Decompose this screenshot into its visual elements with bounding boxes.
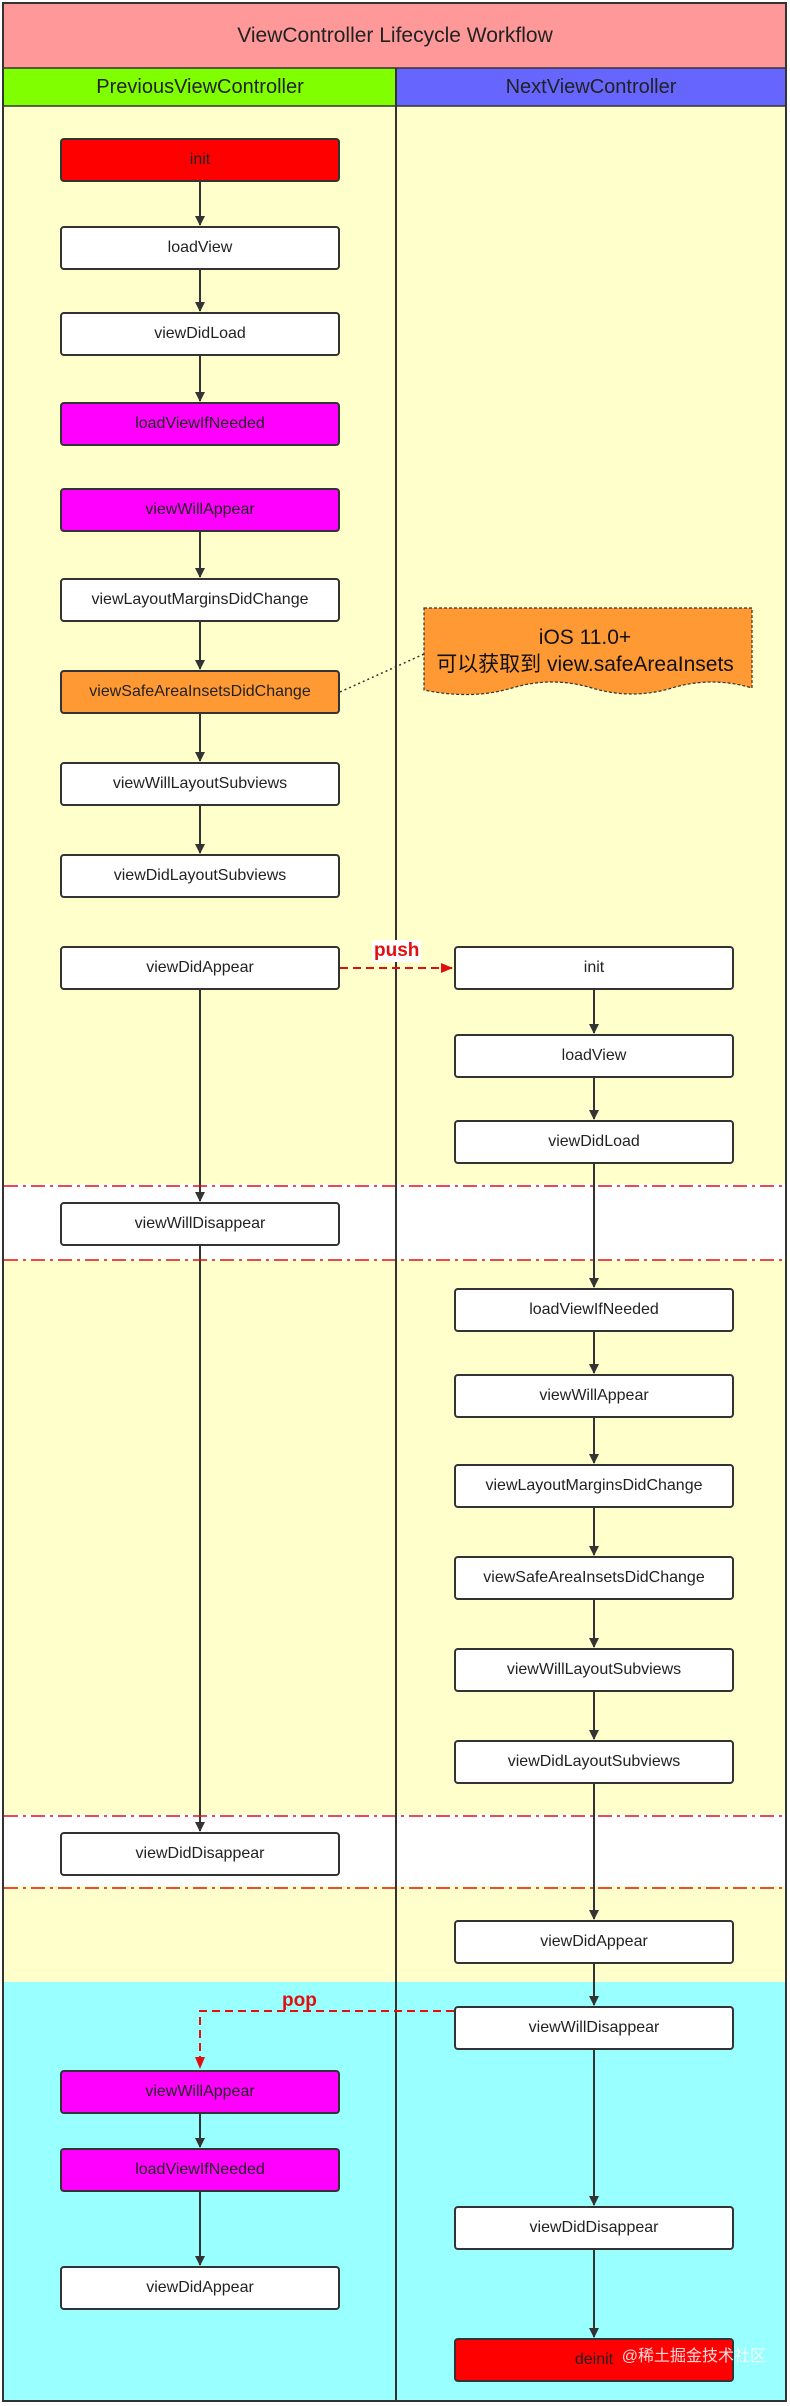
previous-load-view-if-needed-box: loadViewIfNeeded <box>60 2148 340 2192</box>
previous-view-did-disappear-box: viewDidDisappear <box>60 1832 340 1876</box>
previous-view-did-appear-box: viewDidAppear <box>60 2266 340 2310</box>
next-view-did-load-box: viewDidLoad <box>454 1120 734 1164</box>
safe-area-note-line1: iOS 11.0+ <box>538 626 632 649</box>
diagram-title: ViewController Lifecycle Workflow <box>4 4 786 68</box>
previous-init-box: init <box>60 138 340 182</box>
note-callout-shape <box>423 607 753 696</box>
previous-view-will-layout-subviews-box: viewWillLayoutSubviews <box>60 762 340 806</box>
previous-view-layout-margins-did-change-box: viewLayoutMarginsDidChange <box>60 578 340 622</box>
previous-view-will-disappear-box: viewWillDisappear <box>60 1202 340 1246</box>
previous-view-did-load-box: viewDidLoad <box>60 312 340 356</box>
push-label: push <box>372 940 422 962</box>
previous-view-safe-area-insets-did-change-box: viewSafeAreaInsetsDidChange <box>60 670 340 714</box>
previous-view-did-appear-box: viewDidAppear <box>60 946 340 990</box>
safe-area-note: iOS 11.0+ 可以获取到 view.safeAreaInsets <box>420 624 750 678</box>
next-view-will-disappear-box: viewWillDisappear <box>454 2006 734 2050</box>
previous-view-will-appear-box: viewWillAppear <box>60 488 340 532</box>
previous-column-header: PreviousViewController <box>4 68 396 106</box>
previous-view-will-appear-box: viewWillAppear <box>60 2070 340 2114</box>
previous-load-view-if-needed-box: loadViewIfNeeded <box>60 402 340 446</box>
note-leader-line <box>339 653 425 693</box>
next-load-view-if-needed-box: loadViewIfNeeded <box>454 1288 734 1332</box>
next-column-header: NextViewController <box>396 68 786 106</box>
next-load-view-box: loadView <box>454 1034 734 1078</box>
next-view-did-appear-box: viewDidAppear <box>454 1920 734 1964</box>
next-view-will-appear-box: viewWillAppear <box>454 1374 734 1418</box>
safe-area-note-line2: 可以获取到 view.safeAreaInsets <box>436 653 734 676</box>
watermark: @稀土掘金技术社区 <box>621 2348 766 2365</box>
next-view-did-layout-subviews-box: viewDidLayoutSubviews <box>454 1740 734 1784</box>
previous-view-did-layout-subviews-box: viewDidLayoutSubviews <box>60 854 340 898</box>
next-deinit-box: deinit <box>454 2338 734 2382</box>
next-view-safe-area-insets-did-change-box: viewSafeAreaInsetsDidChange <box>454 1556 734 1600</box>
next-view-will-layout-subviews-box: viewWillLayoutSubviews <box>454 1648 734 1692</box>
pop-arrow <box>195 2010 454 2069</box>
previous-load-view-box: loadView <box>60 226 340 270</box>
next-view-layout-margins-did-change-box: viewLayoutMarginsDidChange <box>454 1464 734 1508</box>
next-view-did-disappear-box: viewDidDisappear <box>454 2206 734 2250</box>
pop-label: pop <box>282 1990 317 2011</box>
next-init-box: init <box>454 946 734 990</box>
